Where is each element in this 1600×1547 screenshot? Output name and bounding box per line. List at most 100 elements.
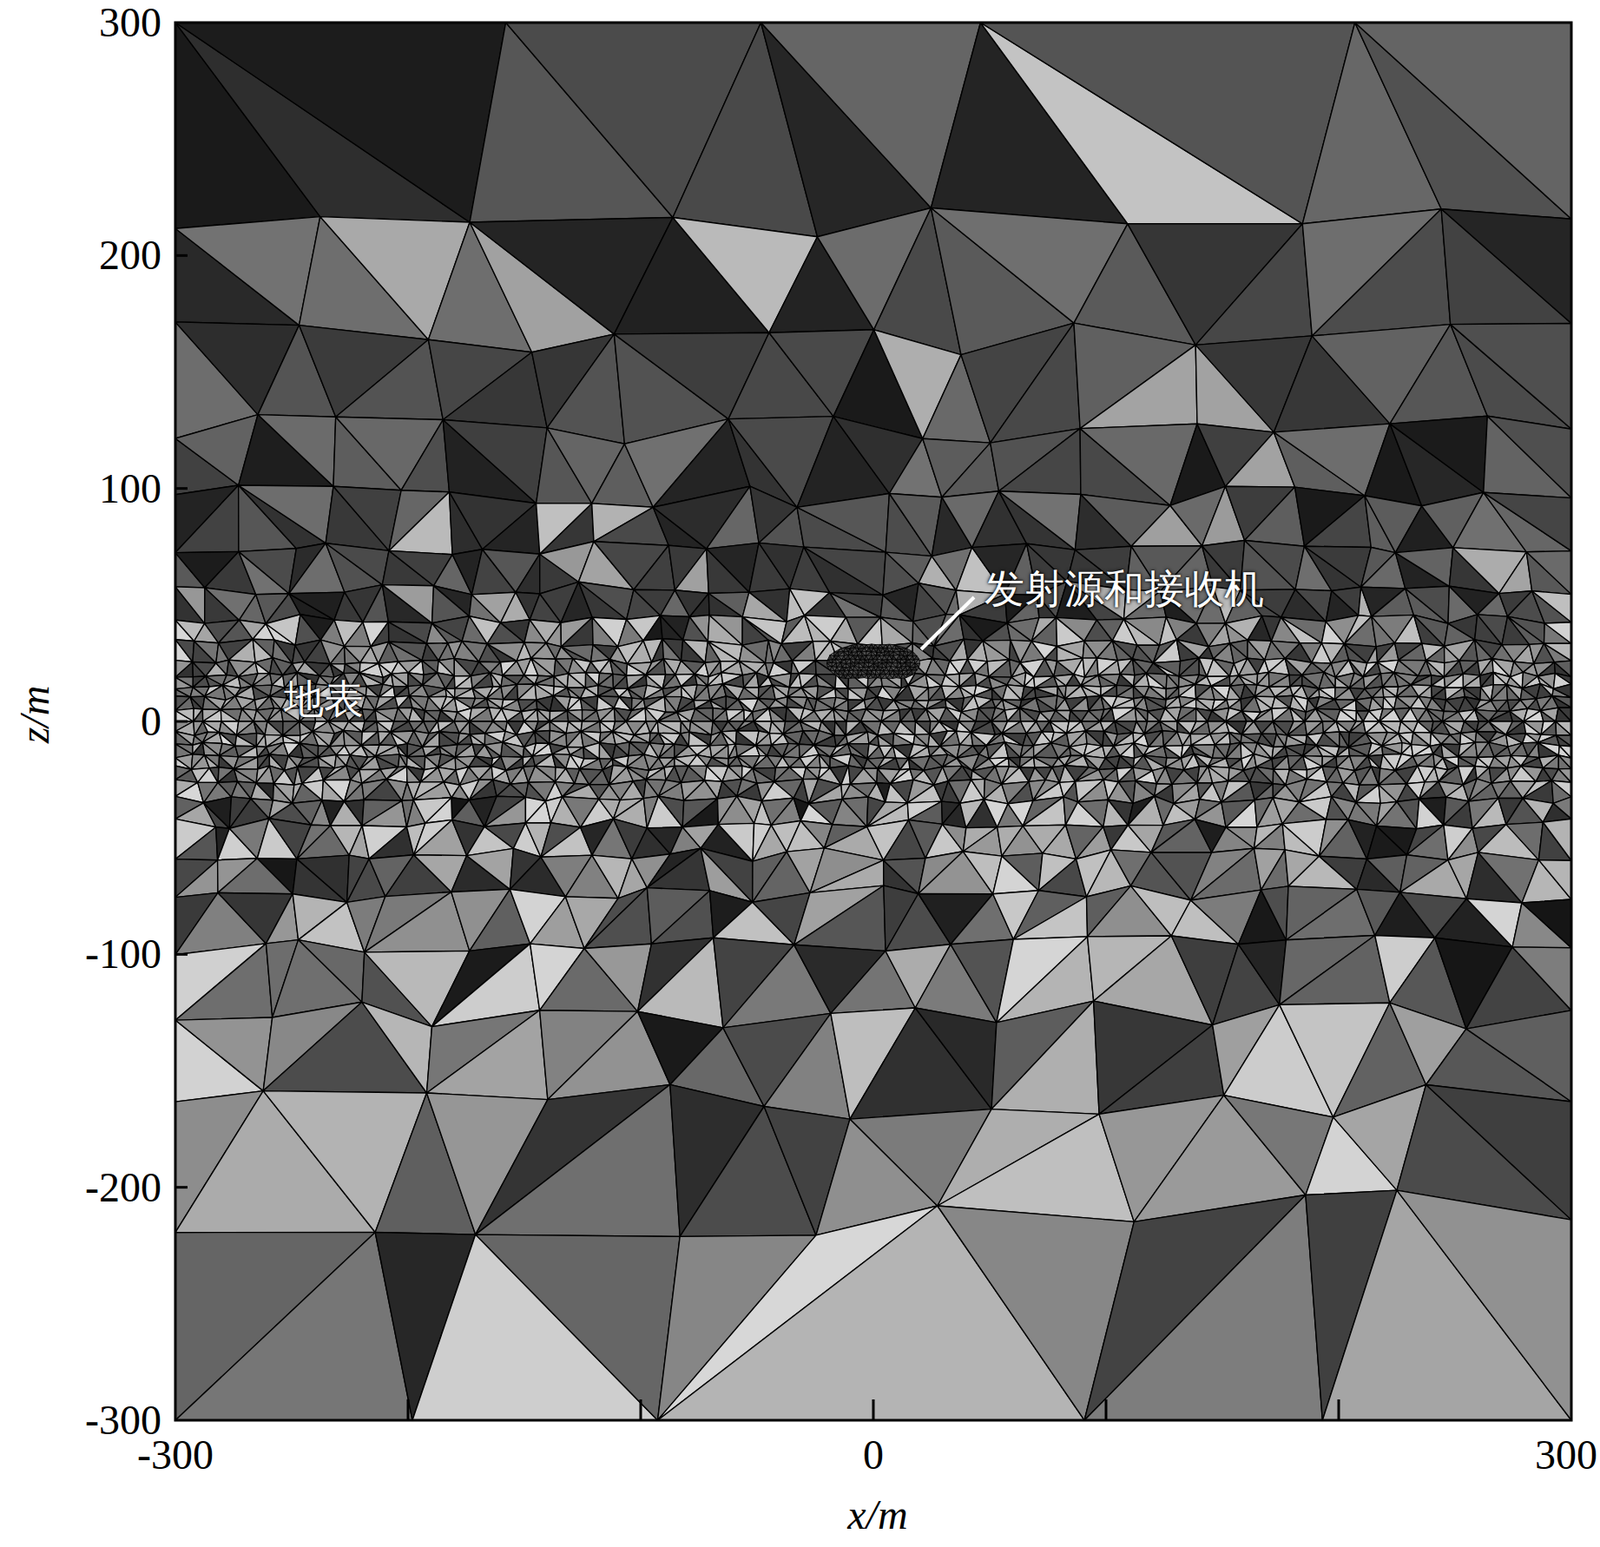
mesh-cell	[1166, 674, 1179, 688]
mesh-cell	[238, 485, 334, 544]
mesh-cell	[475, 756, 494, 767]
mesh-cell	[657, 721, 681, 734]
mesh-cell	[1177, 707, 1197, 722]
mesh-cell	[1426, 660, 1445, 678]
mesh-cell	[1331, 586, 1362, 616]
mesh-cell	[264, 721, 284, 736]
mesh-cell	[238, 746, 258, 758]
mesh-cell	[980, 22, 1355, 224]
mesh-cell	[1311, 209, 1450, 336]
mesh-cell	[1253, 708, 1273, 722]
mesh-cell	[941, 442, 1000, 498]
mesh-cell	[560, 617, 593, 647]
mesh-cell	[1080, 685, 1101, 698]
mesh-cell	[1148, 730, 1164, 748]
mesh-cell	[1002, 699, 1022, 709]
mesh-cell	[1491, 684, 1508, 701]
mesh-cell	[1177, 708, 1197, 722]
mesh-cell	[1098, 660, 1120, 676]
mesh-cell	[566, 698, 582, 712]
mesh-cell	[421, 660, 439, 673]
mesh-cell	[1445, 673, 1464, 688]
mesh-cell	[568, 672, 587, 688]
mesh-cell	[1526, 551, 1572, 595]
mesh-cell	[439, 731, 460, 745]
mesh-cell	[469, 733, 485, 745]
mesh-cell	[1100, 684, 1118, 697]
mesh-cell	[1507, 684, 1523, 701]
mesh-cell	[744, 687, 759, 699]
mesh-cell	[1165, 674, 1179, 690]
mesh-cell	[1152, 639, 1180, 664]
mesh-cell	[990, 322, 1080, 443]
mesh-cell	[959, 672, 976, 687]
mesh-cell	[1449, 733, 1461, 745]
mesh-cell	[568, 721, 583, 732]
mesh-cell	[267, 721, 284, 736]
mesh-cell	[742, 617, 787, 645]
mesh-cell	[1318, 671, 1336, 689]
mesh-cell	[1178, 658, 1199, 677]
mesh-cell	[1540, 721, 1556, 735]
mesh-cell	[297, 757, 320, 767]
mesh-cell	[175, 485, 239, 554]
mesh-cell	[1080, 685, 1101, 697]
mesh-cell	[1177, 731, 1191, 746]
mesh-cell	[175, 586, 205, 624]
mesh-cell	[1229, 732, 1243, 744]
mesh-cell	[1057, 640, 1086, 659]
mesh-cell	[1244, 487, 1305, 547]
mesh-cell	[710, 744, 729, 758]
mesh-cell	[1020, 745, 1034, 758]
mesh-cell	[175, 217, 321, 326]
mesh-cell	[707, 615, 743, 646]
mesh-cell	[335, 339, 444, 420]
mesh-cell	[792, 641, 817, 661]
mesh-cell	[299, 743, 318, 758]
mesh-cell	[848, 731, 870, 745]
mesh-cell	[857, 617, 883, 646]
mesh-cell	[982, 639, 1011, 659]
mesh-cell	[408, 672, 424, 685]
mesh-cell	[442, 352, 547, 428]
mesh-cell	[175, 731, 195, 746]
mesh-cell	[329, 730, 345, 746]
mesh-cell	[580, 731, 601, 744]
mesh-cell	[175, 22, 507, 223]
mesh-cell	[320, 639, 344, 665]
mesh-cell	[1304, 495, 1372, 548]
mesh-cell	[534, 684, 554, 697]
mesh-cell	[1463, 675, 1482, 688]
mesh-cell	[915, 721, 931, 735]
mesh-cell	[1372, 686, 1384, 698]
mesh-cell	[343, 730, 363, 745]
mesh-cell	[1355, 22, 1572, 219]
mesh-cell	[1281, 617, 1327, 644]
mesh-cell	[1556, 735, 1572, 747]
mesh-cell	[1540, 721, 1557, 736]
mesh-cell	[1349, 677, 1366, 690]
mesh-cell	[1444, 673, 1464, 688]
mesh-cell	[1372, 697, 1384, 709]
mesh-cell	[882, 643, 913, 661]
mesh-cell	[1289, 674, 1303, 686]
mesh-cell	[524, 709, 539, 722]
mesh-cell	[1225, 742, 1241, 758]
mesh-cell	[894, 733, 916, 745]
mesh-cell	[1238, 673, 1258, 685]
mesh-cell	[1070, 697, 1089, 712]
mesh-cell	[1450, 323, 1572, 430]
mesh-cell	[1368, 743, 1383, 757]
mesh-cell	[1190, 721, 1211, 735]
mesh-cell	[503, 684, 519, 700]
mesh-cell	[267, 709, 284, 722]
mesh-cell	[193, 709, 204, 722]
mesh-cell	[1382, 686, 1399, 698]
mesh-cell	[1206, 676, 1230, 686]
mesh-cell	[1410, 675, 1432, 686]
mesh-cell	[549, 711, 568, 722]
mesh-cell	[1079, 344, 1198, 428]
mesh-cell	[175, 677, 193, 688]
mesh-cell	[1507, 616, 1545, 645]
mesh-cell	[1323, 731, 1341, 747]
